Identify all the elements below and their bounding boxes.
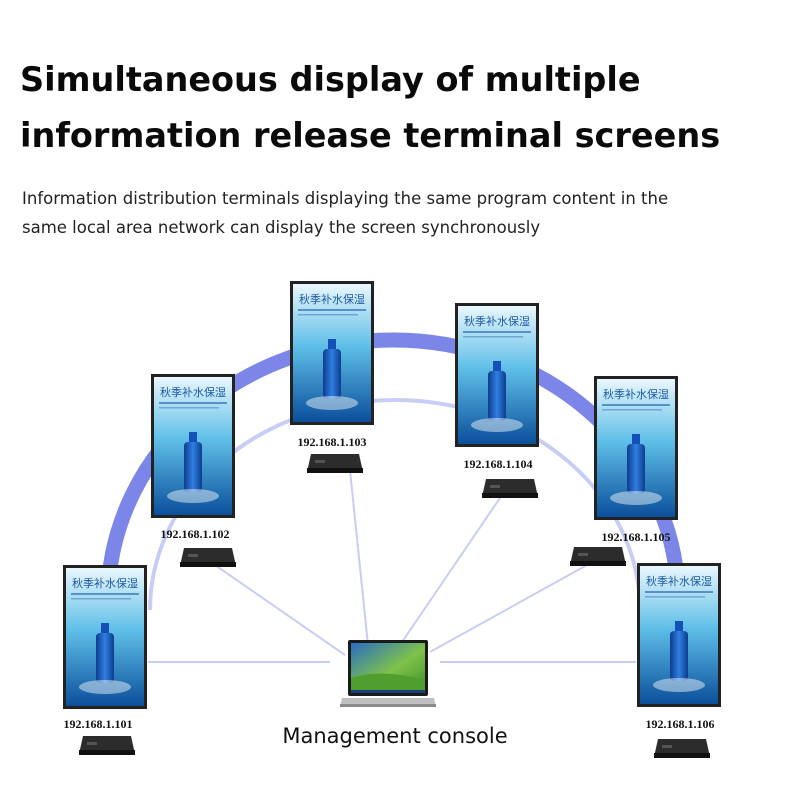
digital-signage-screen-icon: 秋季补水保湿 xyxy=(637,563,721,707)
title-line-2: information release terminal screens xyxy=(20,116,721,155)
laptop-icon xyxy=(340,640,436,707)
terminal-103: 秋季补水保湿 xyxy=(290,281,374,425)
media-player-box-icon xyxy=(180,548,236,567)
description-line-1: Information distribution terminals displ… xyxy=(22,189,669,208)
digital-signage-screen-icon: 秋季补水保湿 xyxy=(594,376,678,520)
screen-text: 秋季补水保湿 xyxy=(160,385,226,399)
digital-signage-screen-icon: 秋季补水保湿 xyxy=(151,374,235,518)
screen-text: 秋季补水保湿 xyxy=(646,574,712,588)
media-player-box-icon xyxy=(307,454,363,473)
terminal-ip-104: 192.168.1.104 xyxy=(463,457,533,471)
description-line-2: same local area network can display the … xyxy=(22,218,541,237)
media-player-box-icon xyxy=(79,736,135,755)
terminal-102: 秋季补水保湿 xyxy=(151,374,235,518)
description: Information distribution terminals displ… xyxy=(22,184,782,242)
page-title: Simultaneous display of multiple informa… xyxy=(20,52,790,164)
screen-text: 秋季补水保湿 xyxy=(603,387,669,401)
terminal-104: 秋季补水保湿 xyxy=(455,303,539,447)
terminal-ip-102: 192.168.1.102 xyxy=(160,527,230,541)
screen-text: 秋季补水保湿 xyxy=(464,314,530,328)
media-player-box-icon xyxy=(654,739,710,758)
terminal-101: 秋季补水保湿 xyxy=(63,565,147,709)
screen-text: 秋季补水保湿 xyxy=(299,292,365,306)
terminal-ip-103: 192.168.1.103 xyxy=(297,435,367,449)
terminal-ip-106: 192.168.1.106 xyxy=(645,717,715,731)
title-line-1: Simultaneous display of multiple xyxy=(20,60,641,99)
terminal-ip-101: 192.168.1.101 xyxy=(63,717,133,731)
media-player-box-icon xyxy=(570,547,626,566)
connection-line-102 xyxy=(214,564,346,656)
terminal-ip-105: 192.168.1.105 xyxy=(601,530,671,544)
media-player-box-icon xyxy=(482,479,538,498)
screen-text: 秋季补水保湿 xyxy=(72,576,138,590)
terminal-105: 秋季补水保湿 xyxy=(594,376,678,520)
management-console-label: Management console xyxy=(282,724,508,748)
connection-line-104 xyxy=(399,494,503,646)
digital-signage-screen-icon: 秋季补水保湿 xyxy=(63,565,147,709)
digital-signage-screen-icon: 秋季补水保湿 xyxy=(290,281,374,425)
connection-line-105 xyxy=(429,559,597,653)
connection-line-103 xyxy=(349,469,369,646)
terminal-106: 秋季补水保湿 xyxy=(637,563,721,707)
digital-signage-screen-icon: 秋季补水保湿 xyxy=(455,303,539,447)
